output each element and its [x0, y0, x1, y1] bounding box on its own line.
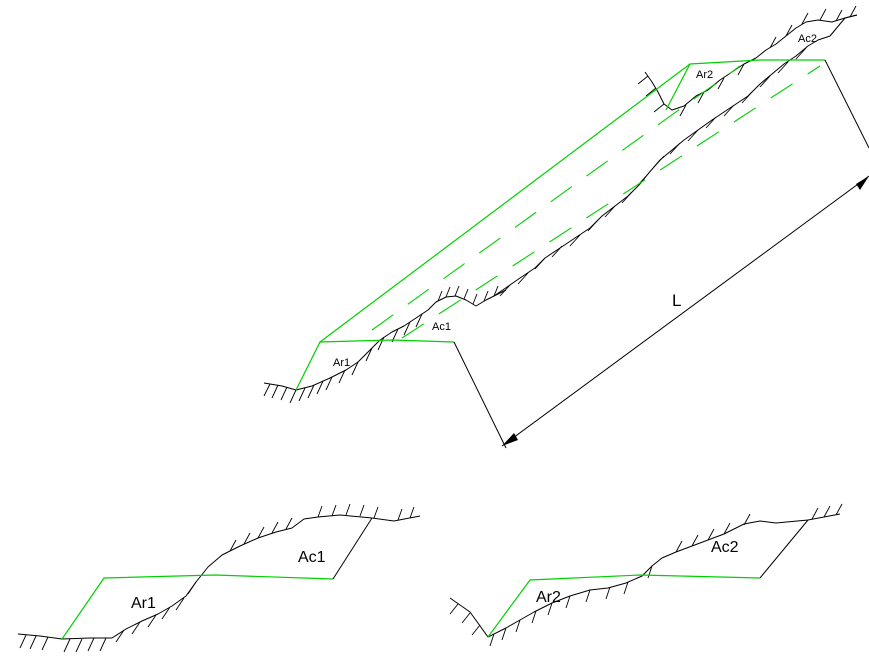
ar1-label: Ar1	[131, 595, 156, 612]
ar2-label: Ar2	[536, 589, 561, 606]
perspective-view: L Ar1 Ac1 Ar2 Ac2	[263, 5, 869, 449]
section2-hatching	[449, 503, 843, 647]
back-cross-section-line	[665, 59, 825, 111]
front-cross-section-line	[295, 339, 455, 391]
ac1-small-label: Ac1	[432, 321, 451, 333]
section1-hatching	[19, 503, 415, 653]
section2-cut-slope	[759, 519, 809, 579]
length-label: L	[672, 291, 681, 310]
length-dimension: L	[453, 59, 869, 449]
back-terrain-profile	[644, 14, 858, 111]
section2-design-line	[487, 574, 761, 638]
section1-design-line	[61, 574, 334, 640]
cross-section-1: Ar1 Ac1	[17, 503, 421, 653]
ac2-small-label: Ac2	[798, 33, 817, 45]
left-edge-line	[319, 63, 691, 343]
cross-section-2: Ar2 Ac2	[449, 503, 843, 647]
section1-terrain	[17, 514, 421, 640]
front-terrain-profile	[263, 289, 507, 391]
road-axis-dashed-line-1	[371, 65, 741, 331]
ac1-label: Ac1	[298, 549, 326, 566]
terrain-hatching	[263, 5, 857, 404]
ac2-label: Ac2	[711, 539, 739, 556]
ar2-small-label: Ar2	[696, 69, 713, 81]
ridge-terrain-line	[493, 14, 858, 297]
section2-terrain	[449, 513, 841, 638]
section1-cut-slope	[332, 517, 373, 580]
road-axis-dashed-line-2	[401, 65, 821, 339]
ar1-small-label: Ar1	[333, 357, 350, 369]
